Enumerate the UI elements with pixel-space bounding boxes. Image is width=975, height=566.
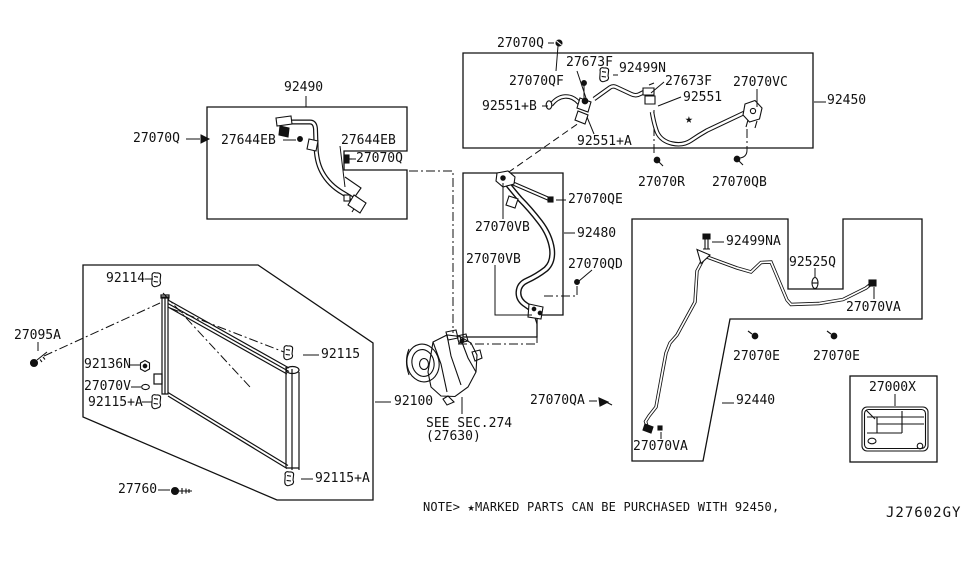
clamp-27070qe-icon xyxy=(547,196,554,203)
pipe-92551-drawing: ★ xyxy=(545,82,763,147)
part-label-27070r-15[interactable]: 27070R xyxy=(638,175,685,190)
part-label-92115-35[interactable]: 92115 xyxy=(321,347,361,362)
grommet-27070v-icon xyxy=(141,383,150,391)
centerline-92490-to-compressor xyxy=(409,170,454,333)
hose-92490-drawing xyxy=(275,115,367,214)
centerline-27095a xyxy=(43,302,161,357)
part-label-92115a-34[interactable]: 92115+A xyxy=(88,395,143,410)
part-label-92551-10[interactable]: 92551 xyxy=(683,90,723,105)
clip-92115-icon xyxy=(283,345,294,361)
screw-27070qb-icon xyxy=(733,155,744,166)
part-label-92551b-13[interactable]: 92551+B xyxy=(482,99,537,114)
box-92490 xyxy=(206,106,408,220)
box-condenser xyxy=(82,264,374,501)
part-label-27644eb-3[interactable]: 27644EB xyxy=(341,133,396,148)
screw-27070e1-icon xyxy=(747,330,759,340)
part-label-92136n-32[interactable]: 92136N xyxy=(84,357,131,372)
part-label-27070vb-20[interactable]: 27070VB xyxy=(466,252,521,267)
part-label-27070vb-18[interactable]: 27070VB xyxy=(475,220,530,235)
part-label-92114-30[interactable]: 92114 xyxy=(106,271,146,286)
part-label-92100-38[interactable]: 92100 xyxy=(394,394,434,409)
part-label-92525q-23[interactable]: 92525Q xyxy=(789,255,836,270)
part-label-92480-19[interactable]: 92480 xyxy=(577,226,617,241)
part-label-27070q-0[interactable]: 27070Q xyxy=(133,131,180,146)
bolt-92499na-icon xyxy=(702,233,711,250)
part-label-92499n-8[interactable]: 92499N xyxy=(619,61,666,76)
part-label-27070vc-11[interactable]: 27070VC xyxy=(733,75,788,90)
part-label-92450-12[interactable]: 92450 xyxy=(827,93,867,108)
part-label-27070va-24[interactable]: 27070VA xyxy=(846,300,901,315)
screw-27070q-top-icon xyxy=(555,39,563,47)
part-label-27070q-5[interactable]: 27070Q xyxy=(497,36,544,51)
assembly-boxes xyxy=(82,52,938,501)
hardware-icons xyxy=(29,39,838,496)
part-label-27070e-25[interactable]: 27070E xyxy=(733,349,780,364)
part-label-27644eb-2[interactable]: 27644EB xyxy=(221,133,276,148)
part-label-27070v-33[interactable]: 27070V xyxy=(84,379,131,394)
part-label-27070q-4[interactable]: 27070Q xyxy=(356,151,403,166)
screw-27070r-icon xyxy=(653,156,664,167)
part-label-27070e-26[interactable]: 27070E xyxy=(813,349,860,364)
clip-92115a2-icon xyxy=(284,471,295,487)
part-label-27070qe-17[interactable]: 27070QE xyxy=(568,192,623,207)
bolt-27095a-icon xyxy=(29,351,48,368)
bolt-27760-icon xyxy=(170,486,192,496)
part-label-27070qa-41[interactable]: 27070QA xyxy=(530,393,585,408)
part-label-27673f-7[interactable]: 27673F xyxy=(566,55,613,70)
part-label-27070qf-6[interactable]: 27070QF xyxy=(509,74,564,89)
bolt-27070qd-icon xyxy=(574,279,580,285)
diagram-code: J27602GY xyxy=(886,505,962,521)
pipe-92440-drawing xyxy=(642,248,877,434)
part-label-92499na-22[interactable]: 92499NA xyxy=(726,234,781,249)
note-text: NOTE> ★MARKED PARTS CAN BE PURCHASED WIT… xyxy=(423,500,780,514)
screw-27070qa-icon xyxy=(598,397,613,407)
screw-27070e2-icon xyxy=(826,330,838,340)
part-label-seesec274-39[interactable]: SEE SEC.274 xyxy=(426,416,513,431)
part-label-27095a-31[interactable]: 27095A xyxy=(14,328,61,343)
hose-92480-drawing xyxy=(495,170,556,325)
compressor-drawing xyxy=(405,329,483,406)
part-label-27070va-28[interactable]: 27070VA xyxy=(633,439,688,454)
part-label-27070qb-16[interactable]: 27070QB xyxy=(712,175,767,190)
part-label-27070qd-21[interactable]: 27070QD xyxy=(568,257,623,272)
part-label-27673f-9[interactable]: 27673F xyxy=(665,74,712,89)
dot-27070va-b-icon xyxy=(657,425,663,431)
part-label-27760-37[interactable]: 27760 xyxy=(118,482,158,497)
box-92440 xyxy=(631,218,923,462)
part-label-92115a-36[interactable]: 92115+A xyxy=(315,471,370,486)
part-label-92440-27[interactable]: 92440 xyxy=(736,393,776,408)
star-mark: ★ xyxy=(685,112,693,127)
sticker-27000x-drawing xyxy=(861,406,929,452)
leader-lines xyxy=(37,42,896,491)
screw-27070q-notch-icon xyxy=(344,154,352,164)
centerline-92114 xyxy=(162,292,251,388)
box-27000x xyxy=(849,375,938,463)
clip-92115a-icon xyxy=(151,394,162,410)
part-label-92551a-14[interactable]: 92551+A xyxy=(577,134,632,149)
nut-92136n-icon xyxy=(139,359,151,373)
clip-92114-icon xyxy=(151,272,162,288)
clamp-27070qf-icon xyxy=(581,80,587,86)
clamp-27644eb-icon xyxy=(297,136,303,142)
connection-dashed-92551-to-92480 xyxy=(505,117,587,175)
box-92450 xyxy=(462,52,814,149)
centerline-27070qd xyxy=(543,286,578,297)
part-label-27000x-29[interactable]: 27000X xyxy=(869,380,916,395)
condenser-drawing xyxy=(153,294,300,470)
part-label-92490-1[interactable]: 92490 xyxy=(284,80,324,95)
part-label-27630-40[interactable]: (27630) xyxy=(426,429,481,444)
